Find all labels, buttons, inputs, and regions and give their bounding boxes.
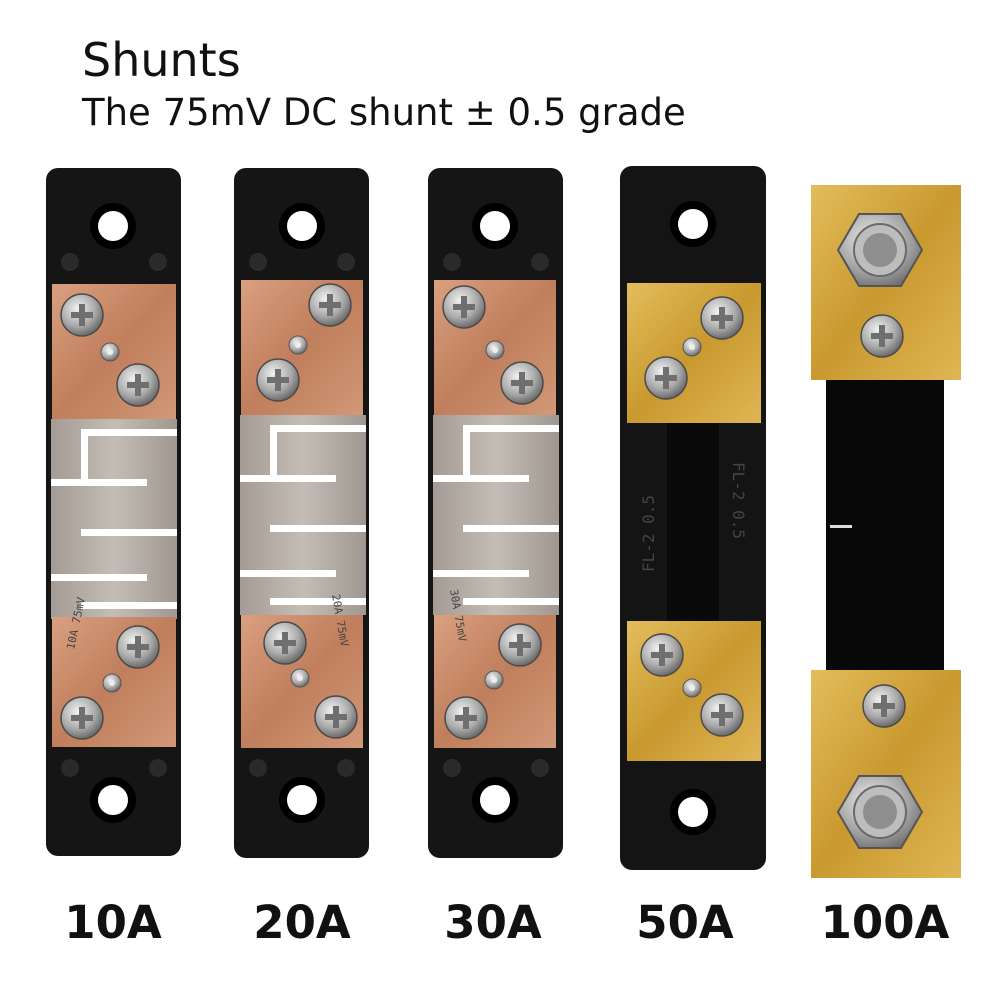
resistive-element bbox=[51, 419, 177, 619]
mount-hole bbox=[670, 201, 716, 247]
image-title: Shunts bbox=[82, 33, 241, 87]
resistive-element bbox=[240, 415, 366, 615]
caption-100a: 100A bbox=[820, 896, 950, 949]
caption-20a: 20A bbox=[253, 896, 351, 949]
mount-hole bbox=[472, 203, 518, 249]
shunt-20a: 20A 75mV bbox=[234, 168, 369, 858]
mount-hole bbox=[472, 777, 518, 823]
mount-hole bbox=[670, 789, 716, 835]
caption-10a: 10A bbox=[64, 896, 162, 949]
caption-30a: 30A bbox=[444, 896, 542, 949]
image-subtitle: The 75mV DC shunt ± 0.5 grade bbox=[82, 91, 686, 134]
shunt-10a: 10A 75mV bbox=[46, 168, 181, 856]
shunt-50a: FL-2 0.5 FL-2 0.5 bbox=[620, 166, 766, 870]
shunt-100a bbox=[811, 185, 961, 878]
shunt-30a: 30A 75mV bbox=[428, 168, 563, 858]
shunt-engraving-right: FL-2 0.5 bbox=[729, 462, 748, 539]
shunt-engraving-left: FL-2 0.5 bbox=[639, 495, 658, 572]
mount-hole bbox=[90, 203, 136, 249]
caption-50a: 50A bbox=[636, 896, 734, 949]
mount-hole bbox=[279, 777, 325, 823]
mount-hole bbox=[279, 203, 325, 249]
resistive-element bbox=[433, 415, 559, 615]
mount-hole bbox=[90, 777, 136, 823]
resistive-element bbox=[667, 423, 719, 621]
